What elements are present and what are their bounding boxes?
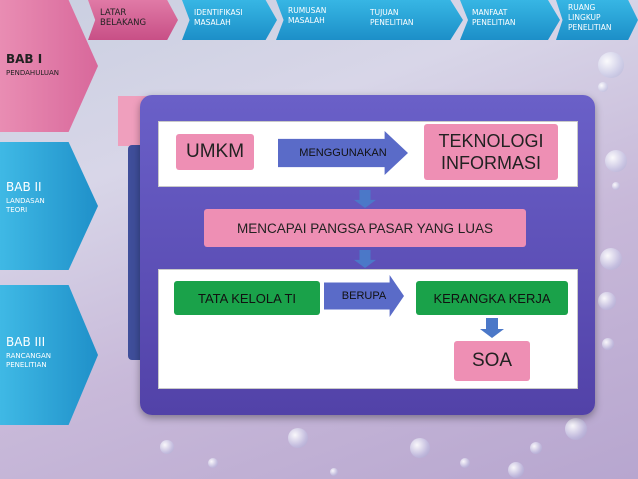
umkm-label: UMKM	[176, 134, 254, 170]
mencapai-pangsa-pasar-label: MENCAPAI PANGSA PASAR YANG LUAS	[204, 209, 526, 247]
water-drop-decoration	[530, 442, 542, 454]
sidebar-item-subtitle: RANCANGAN PENELITIAN	[6, 352, 51, 369]
water-drop-decoration	[288, 428, 308, 448]
sidebar-item-bab-2[interactable]: BAB II LANDASAN TEORI	[0, 142, 98, 270]
down-arrow-icon	[480, 318, 504, 338]
sidebar-item-title: BAB III	[6, 335, 46, 349]
kerangka-kerja-label: KERANGKA KERJA	[416, 281, 568, 315]
sidebar-item-bab-3[interactable]: BAB III RANCANGAN PENELITIAN	[0, 285, 98, 425]
water-drop-decoration	[598, 292, 616, 310]
sidebar-item-subtitle: PENDAHULUAN	[6, 69, 60, 77]
tab-rumusan-masalah[interactable]: RUMUSAN MASALAH	[276, 0, 371, 40]
sidebar-item-title: BAB I	[6, 52, 43, 66]
diagram-panel: UMKM MENGGUNAKAN TEKNOLOGI INFORMASI MEN…	[140, 95, 595, 415]
teknologi-informasi-label: TEKNOLOGI INFORMASI	[424, 124, 558, 180]
water-drop-decoration	[410, 438, 430, 458]
water-drop-decoration	[612, 182, 620, 190]
down-arrow-icon	[354, 250, 376, 268]
water-drop-decoration	[565, 418, 587, 440]
water-drop-decoration	[508, 462, 524, 478]
water-drop-decoration	[598, 82, 608, 92]
tab-identifikasi-masalah[interactable]: IDENTIFIKASI MASALAH	[182, 0, 277, 40]
tab-manfaat-penelitian[interactable]: MANFAAT PENELITIAN	[460, 0, 560, 40]
water-drop-decoration	[330, 468, 338, 476]
tata-kelola-ti-label: TATA KELOLA TI	[174, 281, 320, 315]
water-drop-decoration	[160, 440, 174, 454]
sidebar-item-title: BAB II	[6, 180, 42, 194]
water-drop-decoration	[460, 458, 470, 468]
down-arrow-icon	[354, 190, 376, 208]
sidebar-item-bab-1[interactable]: BAB I PENDAHULUAN	[0, 0, 98, 132]
water-drop-decoration	[605, 150, 627, 172]
water-drop-decoration	[600, 248, 622, 270]
tab-ruang-lingkup[interactable]: RUANG LINGKUP PENELITIAN	[556, 0, 638, 40]
tab-latar-belakang[interactable]: LATAR BELAKANG	[88, 0, 178, 40]
water-drop-decoration	[602, 338, 614, 350]
water-drop-decoration	[598, 52, 624, 78]
water-drop-decoration	[208, 458, 218, 468]
sidebar-item-subtitle: LANDASAN TEORI	[6, 197, 45, 214]
soa-label: SOA	[454, 341, 530, 381]
tab-tujuan-penelitian[interactable]: TUJUAN PENELITIAN	[358, 0, 463, 40]
